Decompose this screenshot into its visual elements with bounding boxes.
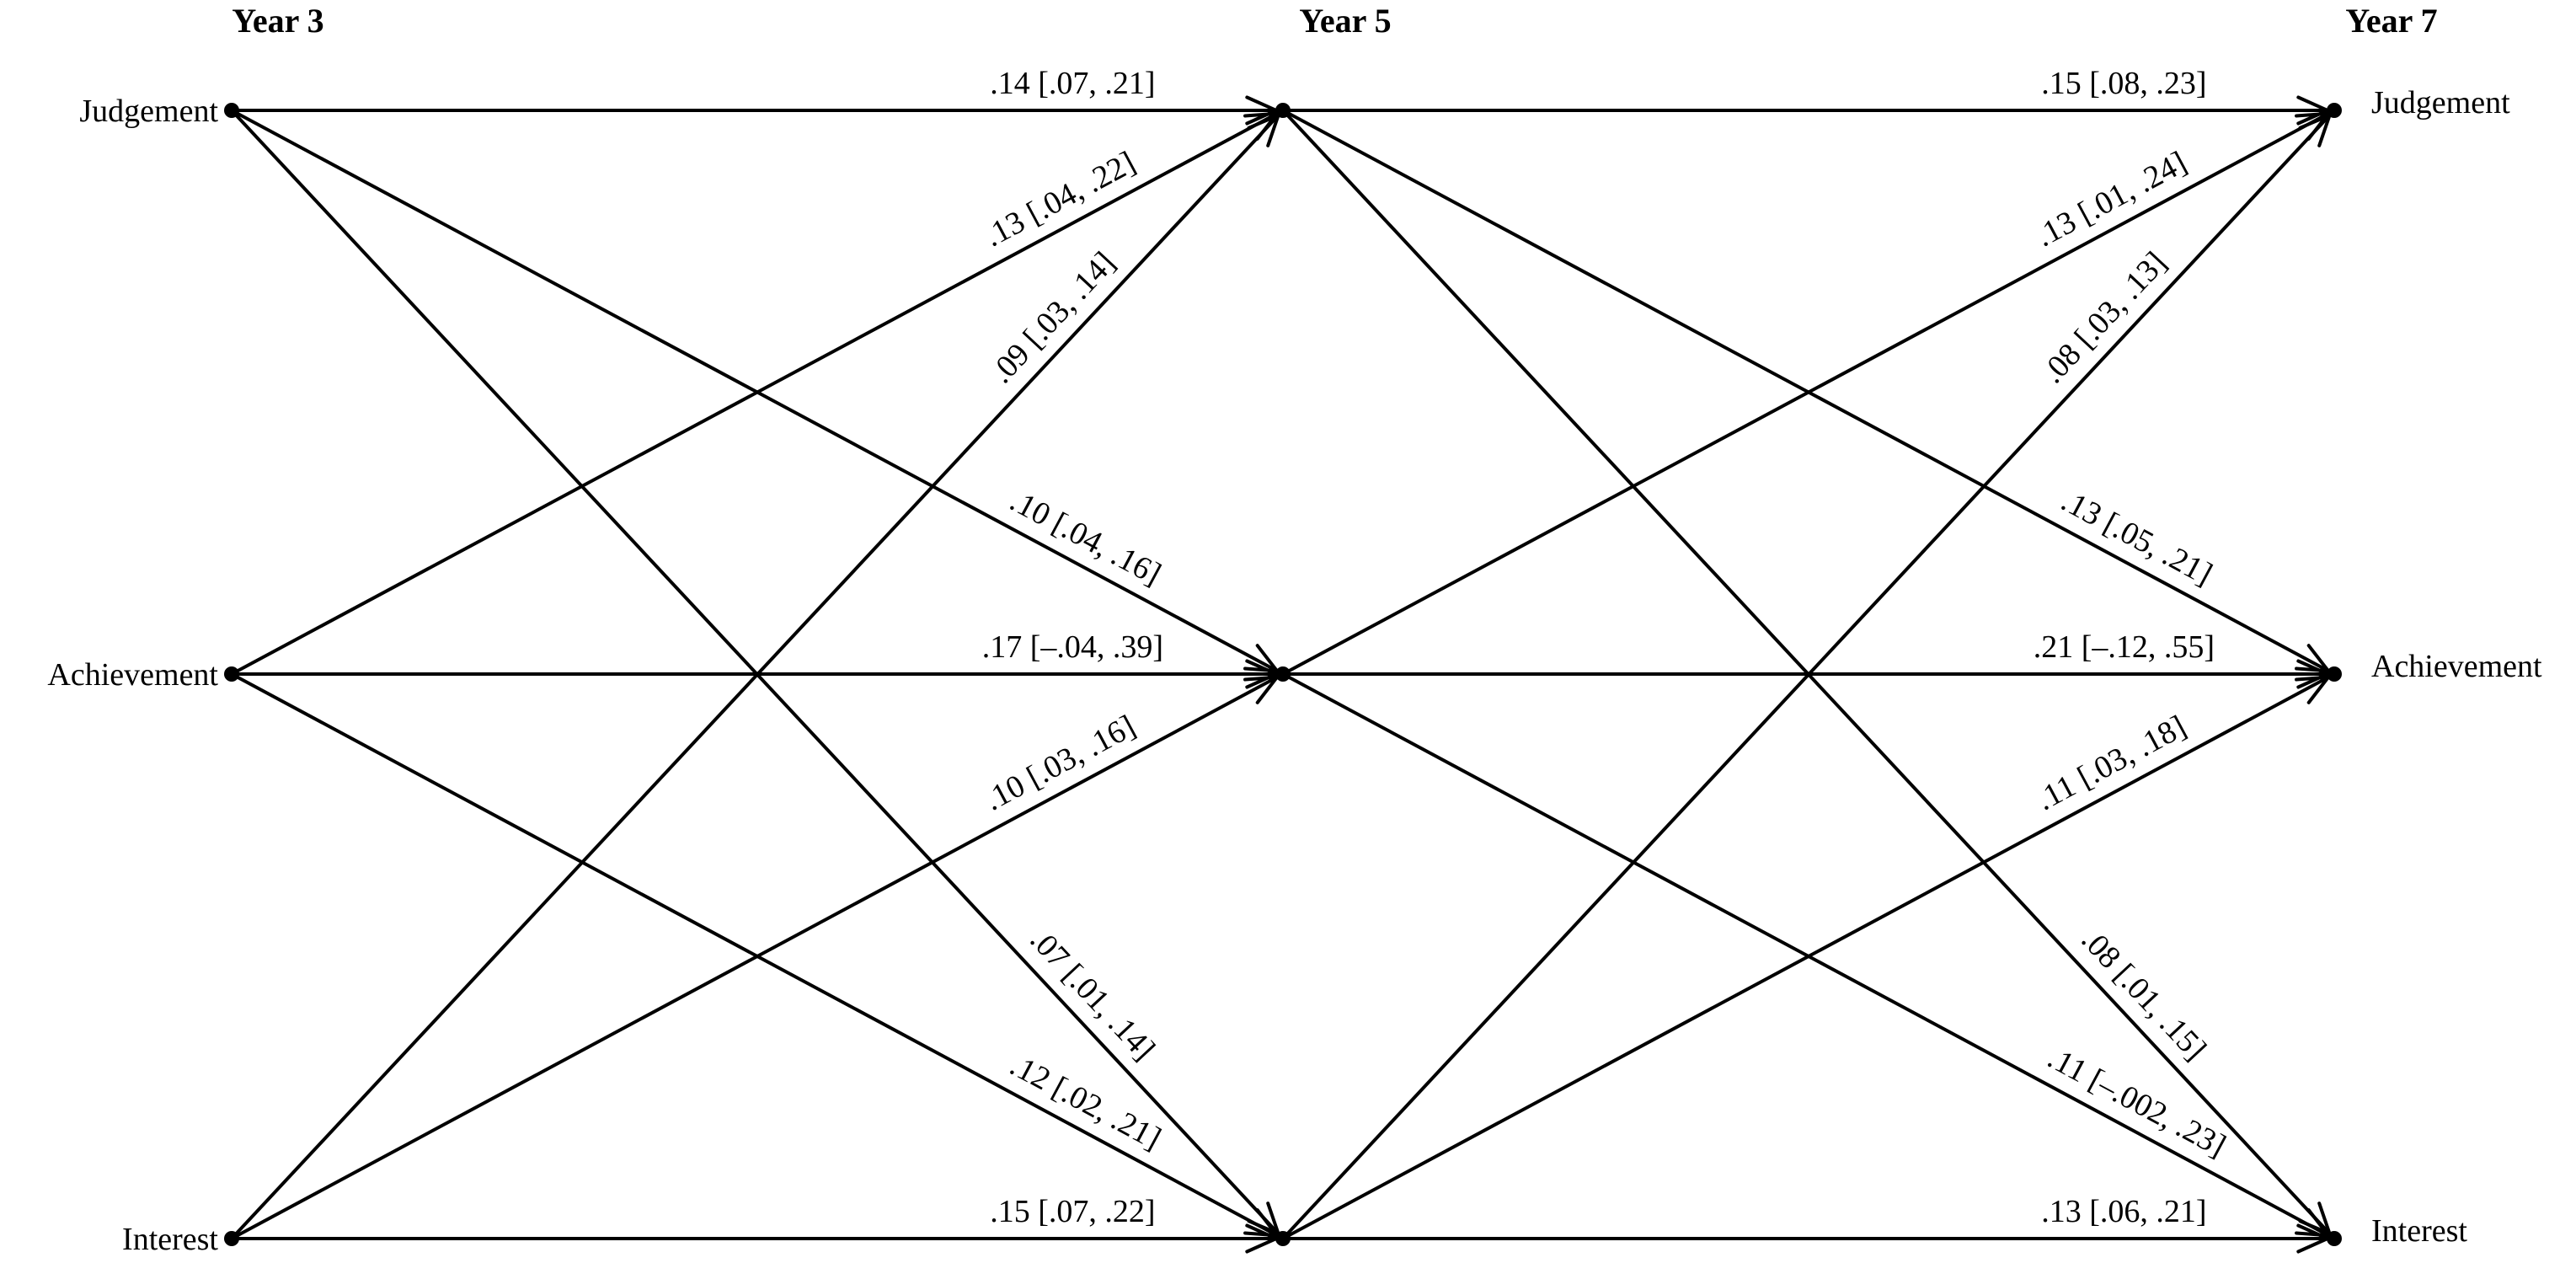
node-interest-year-wave-1 [224, 1231, 239, 1246]
path-line [1282, 672, 2329, 1237]
node-judgement-year-wave-2 [1275, 103, 1291, 118]
node-interest-year-wave-2 [1275, 1231, 1291, 1246]
wave-header-year-5: Year 5 [1299, 2, 1391, 40]
path-coefficient-label: .08 [.03, .13] [2035, 245, 2174, 390]
node-achievement-year-wave-3 [2327, 666, 2342, 682]
path-coefficient-label: .13 [.06, .21] [2041, 1194, 2206, 1229]
path-achievement-to-achievement-wave2-3 [1283, 659, 2329, 689]
path-line [1282, 676, 2329, 1240]
variable-label-judgement-left: Judgement [79, 94, 218, 129]
path-line [1281, 114, 2332, 1240]
wave-headers: Year 3 Year 5 Year 7 [232, 2, 2437, 40]
path-line [231, 112, 1278, 676]
node-judgement-year-wave-1 [224, 103, 239, 118]
path-line [1282, 112, 2329, 676]
node-achievement-year-wave-2 [1275, 666, 1291, 682]
path-line [230, 109, 1280, 1235]
path-judgement-to-judgement-wave2-3 [1283, 95, 2329, 126]
path-line [1282, 109, 2329, 672]
path-coefficient-label: .09 [.03, .14] [984, 245, 1123, 390]
variable-label-judgement-right: Judgement [2371, 85, 2510, 120]
path-line [231, 109, 1278, 672]
path-interest-to-achievement-wave2-3 [1282, 675, 2330, 1240]
variable-label-interest-left: Interest [122, 1222, 218, 1257]
path-line [230, 114, 1280, 1240]
path-arrows [230, 95, 2332, 1254]
path-coefficient-label: .15 [.07, .22] [990, 1194, 1155, 1229]
path-achievement-to-achievement-wave1-2 [232, 659, 1278, 689]
path-coefficient-label: .08 [.01, .15] [2075, 922, 2214, 1067]
path-judgement-to-achievement-wave2-3 [1282, 109, 2330, 673]
path-achievement-to-judgement-wave2-3 [1282, 111, 2330, 676]
path-judgement-to-achievement-wave1-2 [231, 109, 1279, 673]
path-judgement-to-interest-wave1-2 [230, 109, 1280, 1236]
wave-header-year-3: Year 3 [232, 2, 323, 40]
path-coefficient-label: .07 [.01, .14] [1023, 922, 1162, 1067]
path-line [231, 672, 1278, 1237]
path-interest-to-interest-wave1-2 [232, 1223, 1278, 1254]
path-achievement-to-judgement-wave1-2 [231, 111, 1279, 676]
variable-label-achievement-right: Achievement [2371, 649, 2542, 684]
path-interest-to-judgement-wave1-2 [230, 113, 1280, 1240]
path-judgement-to-interest-wave2-3 [1281, 109, 2332, 1236]
path-coefficient-label: .11 [–.002, .23] [2042, 1040, 2231, 1164]
path-coefficient-label: .14 [.07, .21] [990, 66, 1155, 101]
path-coefficient-label: .21 [–.12, .55] [2034, 629, 2215, 665]
node-interest-year-wave-3 [2327, 1231, 2342, 1246]
path-interest-to-interest-wave2-3 [1283, 1223, 2329, 1254]
path-coefficient-label: .15 [.08, .23] [2041, 66, 2206, 101]
path-coefficient-labels: .14 [.07, .21].13 [.04, .22].10 [.04, .1… [979, 66, 2231, 1229]
path-line [231, 676, 1278, 1240]
node-judgement-year-wave-3 [2327, 103, 2342, 118]
path-achievement-to-interest-wave1-2 [231, 672, 1279, 1238]
path-line [1281, 109, 2332, 1235]
path-interest-to-achievement-wave1-2 [231, 675, 1279, 1240]
path-coefficient-label: .17 [–.04, .39] [982, 629, 1163, 665]
variable-label-interest-right: Interest [2371, 1213, 2467, 1249]
path-interest-to-judgement-wave2-3 [1281, 113, 2332, 1240]
path-achievement-to-interest-wave2-3 [1282, 672, 2330, 1238]
variable-label-achievement-left: Achievement [47, 657, 218, 693]
node-achievement-year-wave-1 [224, 666, 239, 682]
wave-header-year-7: Year 7 [2345, 2, 2437, 40]
path-judgement-to-judgement-wave1-2 [232, 95, 1278, 126]
